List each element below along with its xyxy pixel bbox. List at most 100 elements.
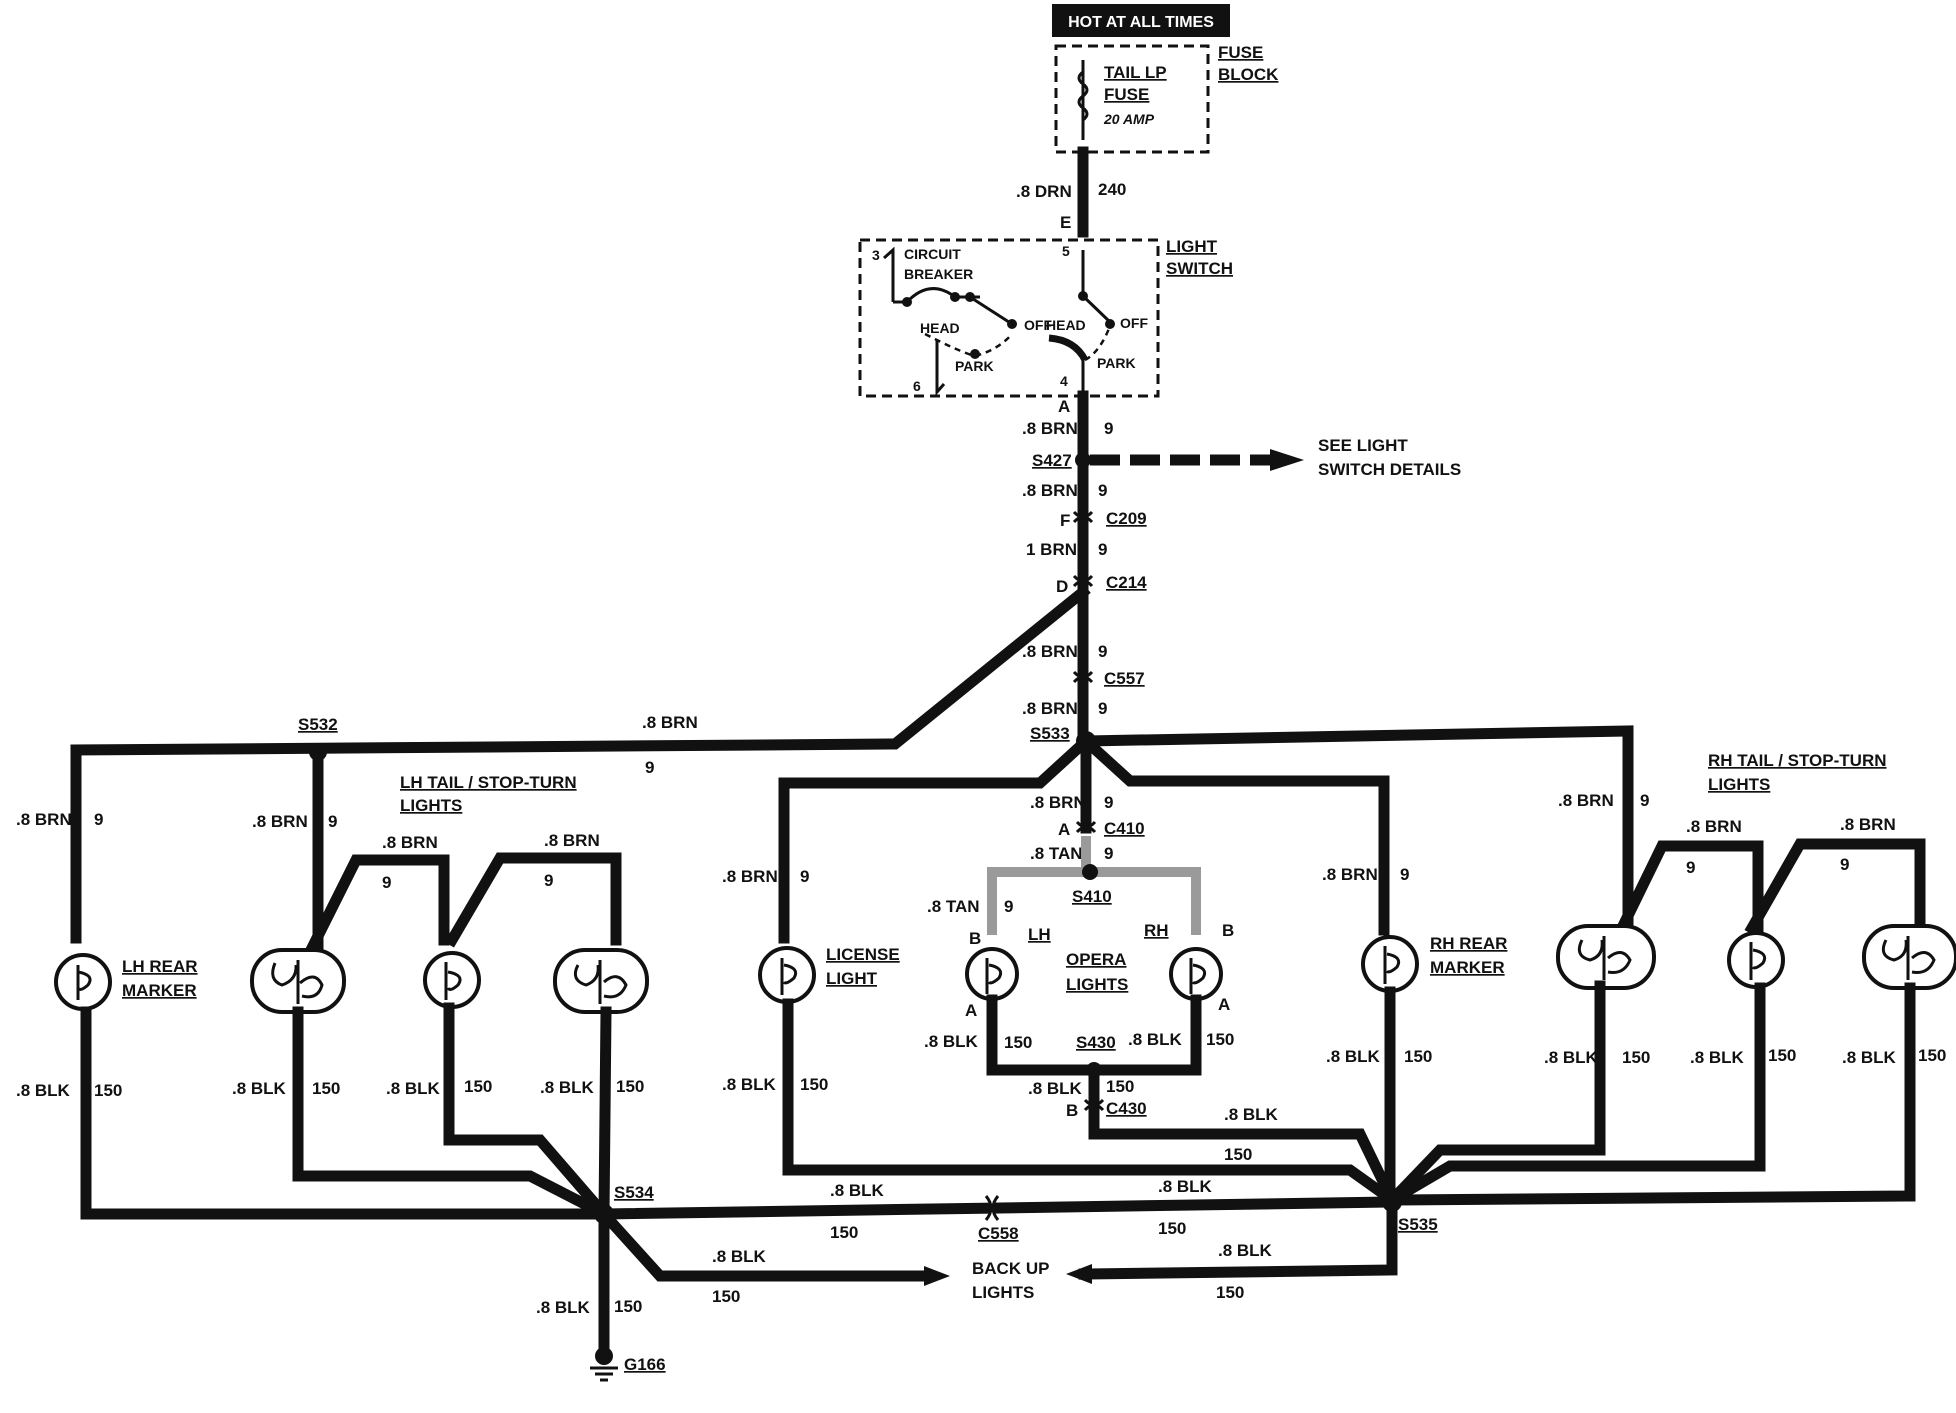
- lh-tail-lamp-2: [423, 951, 481, 1009]
- rh-jumper-1-circuit: 9: [1686, 858, 1695, 877]
- opera-rh-blk-circuit: 150: [1206, 1030, 1234, 1049]
- rh-marker-circuit: 9: [1400, 865, 1409, 884]
- switch-park-right: PARK: [1097, 355, 1136, 371]
- lh-tail-2-blk-gauge: .8 BLK: [386, 1079, 441, 1098]
- wire-rh-tail-jumper-1: [1614, 840, 1764, 938]
- rh-tail-1-circuit: 9: [1640, 791, 1649, 810]
- wire-rh-tail-2-ground: [1384, 982, 1766, 1208]
- rh-tail-title-2: LIGHTS: [1708, 775, 1770, 794]
- opera-lh-blk-gauge: .8 BLK: [924, 1032, 979, 1051]
- see-details-label-1: SEE LIGHT: [1318, 436, 1408, 455]
- opera-lh-blk-circuit: 150: [1004, 1033, 1032, 1052]
- switch-head-right: HEAD: [1046, 317, 1086, 333]
- rh-tail-1-gauge: .8 BRN: [1558, 791, 1614, 810]
- lh-marker-circuit: 9: [94, 810, 103, 829]
- connector-c214-symbol: [1072, 574, 1094, 588]
- license-label-1: LICENSE: [826, 945, 900, 964]
- switch-pin-4: 4: [1060, 373, 1068, 389]
- splice-s532-label: S532: [298, 715, 338, 734]
- lh-tail-title-1: LH TAIL / STOP-TURN: [400, 773, 577, 792]
- opera-pin-b-left: B: [969, 929, 981, 948]
- hot-at-all-times-box: HOT AT ALL TIMES: [1052, 4, 1230, 37]
- rh-tail-lamp-1: [1556, 924, 1656, 990]
- wire-s535-to-backup: [1078, 1196, 1398, 1280]
- wire-opera-to-s535: [1088, 1104, 1400, 1208]
- lh-marker-blk-circuit: 150: [94, 1081, 122, 1100]
- wire-s534-to-backup: [596, 1206, 934, 1282]
- splice-s427: [1075, 452, 1091, 468]
- lh-tail-lamp-3: [553, 948, 649, 1014]
- splice-s427-label: S427: [1032, 451, 1072, 470]
- opera-rh-blk-gauge: .8 BLK: [1128, 1030, 1183, 1049]
- lh-tail-1-circuit: 9: [328, 812, 337, 831]
- ground-g166-symbol: [590, 1347, 618, 1382]
- rh-marker-blk-circuit: 150: [1404, 1047, 1432, 1066]
- tan-wire-circuit: 9: [1104, 844, 1113, 863]
- rh-tail-2-blk-gauge: .8 BLK: [1690, 1048, 1745, 1067]
- opera-label-2: LIGHTS: [1066, 975, 1128, 994]
- wire-lh-tail-3-ground: [598, 1006, 612, 1220]
- lh-tail-3-blk-circuit: 150: [616, 1077, 644, 1096]
- lh-tail-title-2: LIGHTS: [400, 796, 462, 815]
- s534-s535-blk-gauge-1: .8 BLK: [830, 1181, 885, 1200]
- wire-lh-tail-jumper-2: [444, 852, 622, 948]
- wire-rh-tail-1-ground: [1384, 980, 1606, 1208]
- pin-a-c410-label: A: [1058, 820, 1070, 839]
- lh-marker-gauge: .8 BRN: [16, 810, 72, 829]
- opera-pin-a-right: A: [1218, 995, 1230, 1014]
- wire-s533-to-rh-tail: [1080, 725, 1634, 926]
- wire-s533-to-license: [778, 733, 1094, 944]
- backup-left-arrow: [924, 1266, 950, 1286]
- fuse-label-2: FUSE: [1104, 85, 1149, 104]
- s430-blk-gauge: .8 BLK: [1028, 1079, 1083, 1098]
- connector-c430-label: C430: [1106, 1099, 1147, 1118]
- fuse-block-title-2: BLOCK: [1218, 65, 1279, 84]
- lh-tail-1-blk-circuit: 150: [312, 1079, 340, 1098]
- circuit-240-label: 240: [1098, 180, 1126, 199]
- wire-lh-marker-ground: [80, 1006, 610, 1220]
- switch-off-left: OFF: [1024, 317, 1052, 333]
- splice-s535-label: S535: [1398, 1215, 1438, 1234]
- switch-park-left: PARK: [955, 358, 994, 374]
- s533-down-gauge: .8 BRN: [1030, 793, 1086, 812]
- rh-tail-1-blk-circuit: 150: [1622, 1048, 1650, 1067]
- pin-d-label: D: [1056, 577, 1068, 596]
- wire-lh-tail-1-ground: [292, 1006, 612, 1222]
- opera-lh-label: LH: [1028, 925, 1051, 944]
- light-switch-title-1: LIGHT: [1166, 237, 1218, 256]
- fuse-label-1: TAIL LP: [1104, 63, 1167, 82]
- rh-tail-3-blk-gauge: .8 BLK: [1842, 1048, 1897, 1067]
- rh-jumper-2-gauge: .8 BRN: [1840, 815, 1896, 834]
- wire-rh-tail-jumper-2: [1744, 838, 1926, 938]
- light-switch: LIGHT SWITCH 3 CIRCUIT BREAKER HEAD OFF …: [858, 237, 1233, 398]
- license-blk-circuit: 150: [800, 1075, 828, 1094]
- backup-left-blk-circuit: 150: [712, 1287, 740, 1306]
- trunk-wire-5-circuit: 9: [1098, 699, 1107, 718]
- s430-blk-circuit: 150: [1106, 1077, 1134, 1096]
- lh-jumper-2-gauge: .8 BRN: [544, 831, 600, 850]
- opera-lh-tan-gauge: .8 TAN: [927, 897, 980, 916]
- connector-c410-label: C410: [1104, 819, 1145, 838]
- branch-s532-circuit: 9: [645, 758, 654, 777]
- fuse-block: TAIL LP FUSE 20 AMP FUSE BLOCK: [1054, 43, 1279, 154]
- opera-rh-lamp: [1169, 947, 1223, 1001]
- opera-s535-circuit: 150: [1224, 1145, 1252, 1164]
- opera-pin-b-right: B: [1222, 921, 1234, 940]
- circuit-breaker-label-1: CIRCUIT: [904, 246, 961, 262]
- rh-marker-gauge: .8 BRN: [1322, 865, 1378, 884]
- backup-right-blk-gauge: .8 BLK: [1218, 1241, 1273, 1260]
- connector-c557-symbol: [1072, 670, 1094, 684]
- lh-jumper-1-gauge: .8 BRN: [382, 833, 438, 852]
- trunk-wire-5-gauge: .8 BRN: [1022, 699, 1078, 718]
- rh-tail-lamp-2: [1727, 931, 1785, 989]
- opera-label-1: OPERA: [1066, 950, 1126, 969]
- rh-tail-1-blk-gauge: .8 BLK: [1544, 1048, 1599, 1067]
- tan-wire-gauge: .8 TAN: [1030, 844, 1083, 863]
- fuse-element-wave: [1077, 70, 1089, 122]
- wire-s534-to-s535: [598, 1196, 1398, 1220]
- splice-s533-label: S533: [1030, 724, 1070, 743]
- trunk-wire-2-gauge: .8 BRN: [1022, 481, 1078, 500]
- backup-right-blk-circuit: 150: [1216, 1283, 1244, 1302]
- ground-g166-label: G166: [624, 1355, 666, 1374]
- branch-s532-gauge: .8 BRN: [642, 713, 698, 732]
